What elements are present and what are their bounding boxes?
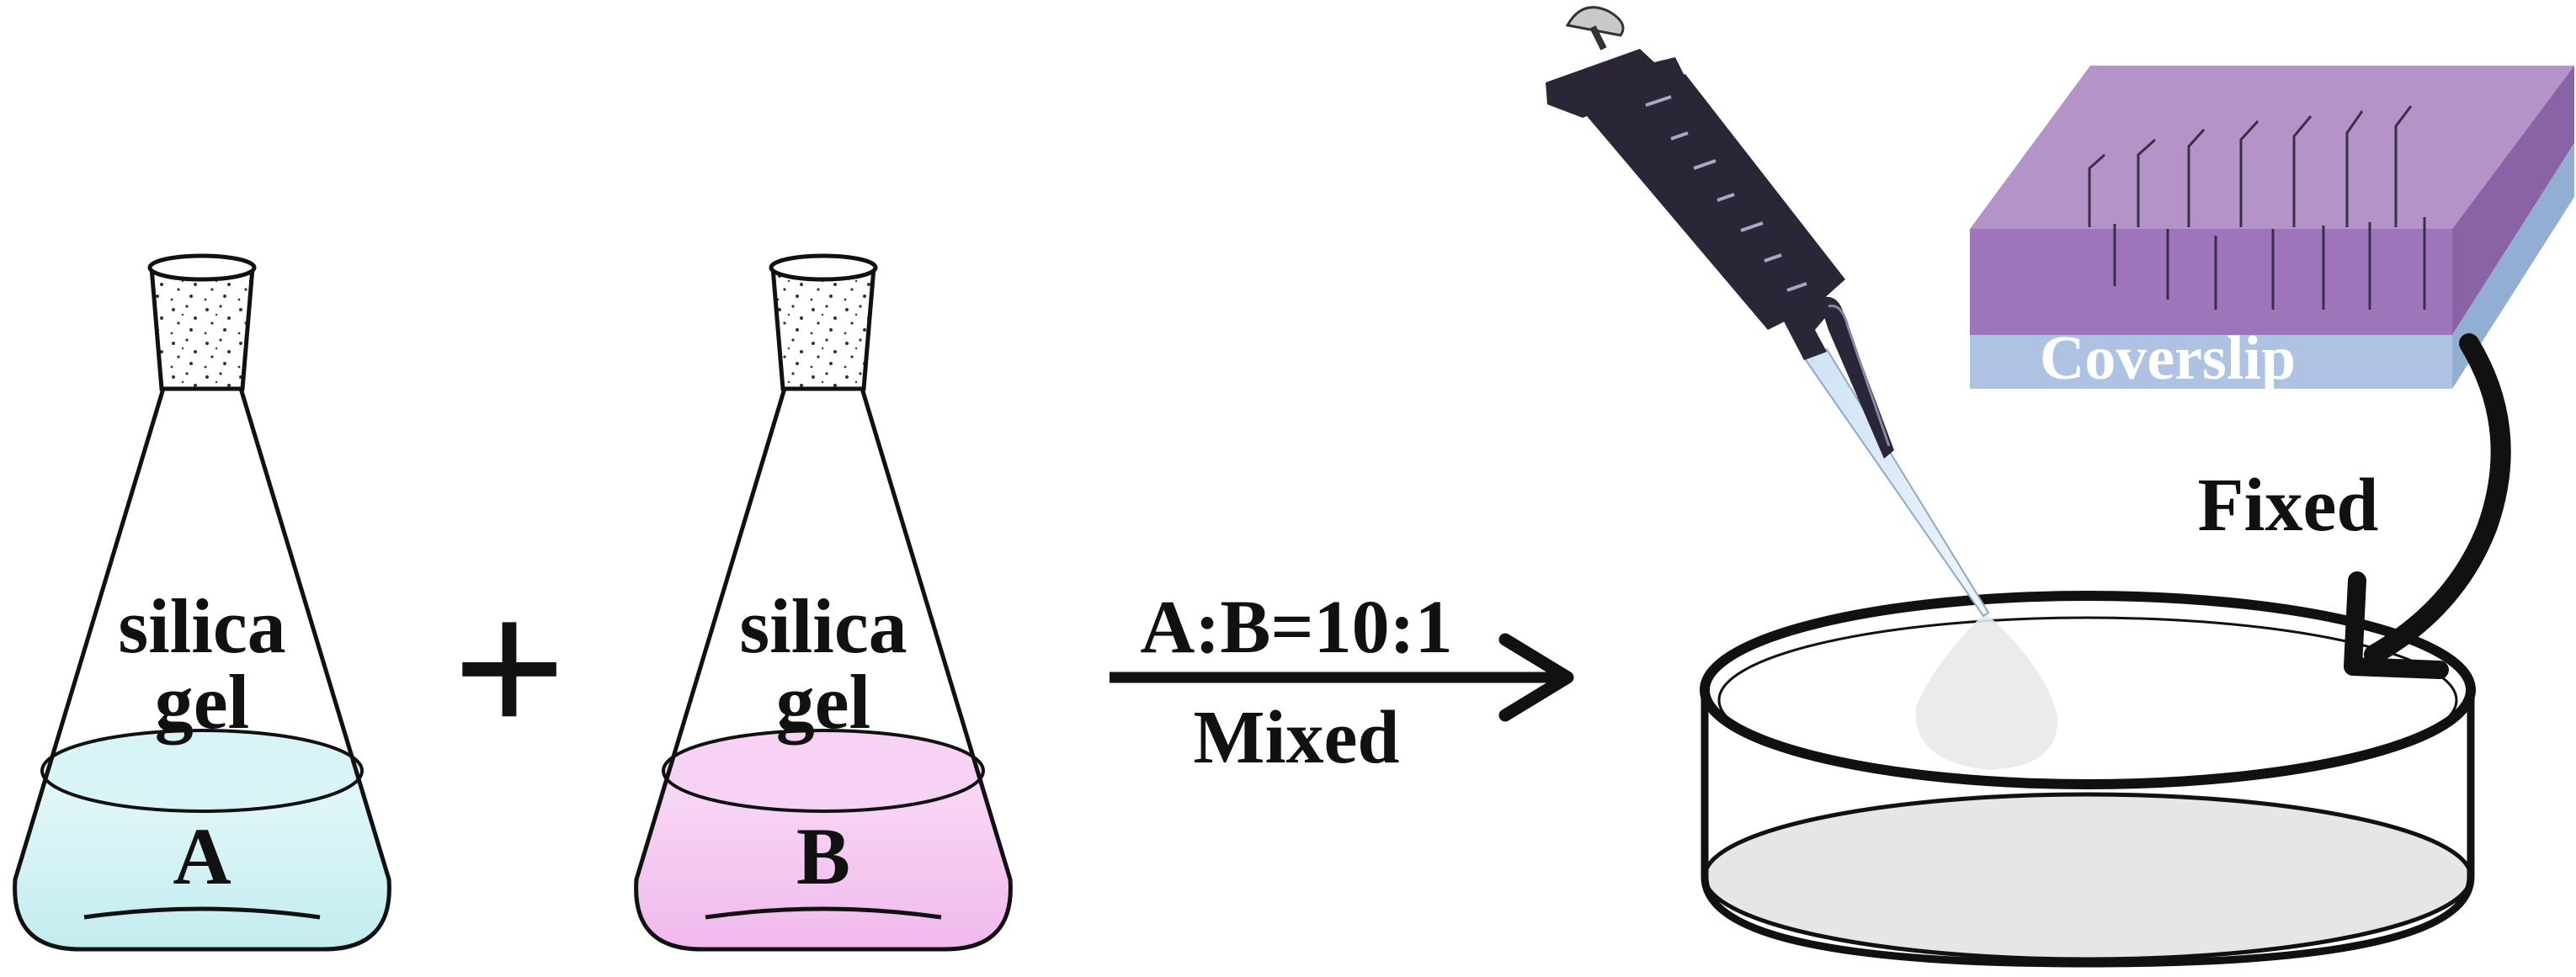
pipette-stem	[1783, 295, 1832, 360]
coverslip-label: Coverslip	[2040, 324, 2296, 393]
flask-a-body	[13, 382, 391, 952]
fixed-arrow: Fixed	[2198, 333, 2511, 679]
gel-fibers	[2088, 105, 2426, 310]
dish-inner-rim	[1717, 616, 2458, 784]
flask-b-content-line-1: silica	[739, 583, 907, 669]
flask-a-content-line-2: gel	[155, 659, 249, 745]
flask-a-label: A	[173, 811, 231, 901]
arrow-head	[1498, 633, 1574, 722]
flask-b-liquid-surface	[662, 729, 985, 813]
dish-front-bottom	[1700, 876, 2475, 968]
flask-b-bottom-line	[705, 906, 942, 920]
flask-b-content-line-2: gel	[776, 659, 870, 745]
flask-a-liquid-surface	[40, 729, 364, 813]
gel-front-face	[1970, 229, 2452, 335]
pipette-scale	[1645, 95, 1807, 292]
mix-arrow: A:B=10:1 Mixed	[1110, 586, 1574, 779]
coverslip-right	[2452, 143, 2574, 389]
flask-b-body	[634, 382, 1013, 952]
flask-b: silica gel B	[634, 253, 1013, 952]
flask-a: silica gel A	[13, 253, 391, 952]
flask-a-content-line-1: silica	[118, 583, 285, 669]
coverslip-front	[1970, 335, 2452, 389]
flask-b-stopper	[770, 265, 876, 391]
gel-top-face	[1970, 66, 2574, 229]
dish-bottom	[1702, 792, 2473, 962]
flask-a-bottom-line	[83, 906, 321, 920]
gel-droplet	[1915, 613, 2058, 770]
fixed-arrow-curve	[2364, 333, 2511, 665]
flask-a-stopper	[149, 265, 255, 391]
pipette-top	[1546, 49, 1685, 118]
dish-rim	[1700, 591, 2476, 789]
gel-right-face	[2452, 66, 2574, 335]
pipette-body	[1583, 74, 1845, 330]
pipette-plunger-knob	[1565, 6, 1625, 37]
mix-ratio-label: A:B=10:1	[1140, 586, 1452, 669]
petri-dish	[1700, 591, 2476, 968]
flask-b-liquid	[637, 773, 1009, 949]
pipette	[1546, 6, 1990, 618]
plus-sign: +	[452, 556, 567, 780]
fixed-label: Fixed	[2198, 464, 2379, 547]
pipette-tip	[1802, 348, 1990, 618]
flask-a-liquid	[16, 773, 388, 949]
coverslip-block: Coverslip	[1970, 66, 2574, 393]
flask-b-label: B	[796, 811, 850, 901]
fixed-arrow-head	[2344, 571, 2449, 679]
pipette-ejector	[1818, 296, 1894, 459]
mix-action-label: Mixed	[1194, 696, 1400, 779]
